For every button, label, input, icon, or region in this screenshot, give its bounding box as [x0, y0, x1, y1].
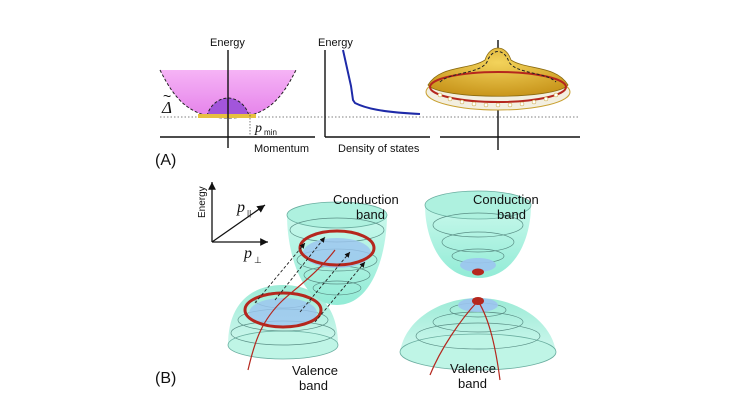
left-valence-red-ring	[243, 291, 323, 329]
left-conduction-band	[286, 201, 388, 305]
conduction-right-line2: band	[497, 207, 526, 222]
right-conduction-inner	[460, 258, 496, 272]
p-parallel-arrow	[211, 204, 266, 243]
panel-b: Energy p || p ⊥	[155, 182, 557, 393]
panel-a: Energy Δ ~ p min Momentum Energy Density…	[155, 37, 580, 169]
right-conduction-band	[424, 190, 532, 278]
valence-right-line1: Valence	[450, 361, 496, 376]
magenta-band-outline	[159, 69, 297, 119]
right-red-line	[429, 300, 501, 381]
left-red-line	[247, 249, 336, 371]
energy-label-1: Energy	[210, 37, 245, 49]
dos-plot: Energy Density of states	[318, 37, 430, 155]
p-perp-sub: ⊥	[254, 255, 262, 265]
valence-left-line2: band	[299, 378, 328, 393]
gold-strip	[198, 114, 256, 118]
left-conduction-rim	[286, 201, 388, 229]
gap-tilde: ~	[163, 88, 171, 104]
momentum-label: Momentum	[254, 143, 309, 155]
left-conduction-inner	[303, 238, 371, 268]
p-perp-main: p	[243, 245, 252, 262]
conduction-left-line1: Conduction	[333, 192, 399, 207]
right-valence-band	[399, 297, 557, 381]
dos-label: Density of states	[338, 143, 420, 155]
energy-label-2: Energy	[318, 37, 353, 49]
transition-dashed-lines	[254, 236, 366, 323]
valence-right-line2: band	[458, 376, 487, 391]
sombrero-brim-dots	[437, 92, 559, 108]
right-conduction-surface	[425, 205, 531, 278]
coordinate-axes: Energy p || p ⊥	[197, 182, 268, 265]
sombrero-red-ring	[429, 71, 567, 103]
conduction-left-line2: band	[356, 207, 385, 222]
valence-left-line1: Valence	[292, 363, 338, 378]
energy-axis-label-b: Energy	[197, 186, 208, 218]
panel-b-label: (B)	[155, 370, 176, 387]
p-min-sub: min	[264, 128, 277, 137]
p-min-main: p	[254, 121, 262, 136]
dispersion-plot: Energy Δ ~ p min Momentum	[159, 37, 315, 155]
dos-curve	[342, 49, 421, 115]
sombrero-dashed-outline	[439, 51, 557, 83]
gap-symbol: Δ	[161, 98, 172, 117]
p-parallel-sub: ||	[247, 209, 251, 218]
conduction-right-line1: Conduction	[473, 192, 539, 207]
right-conduction-red-dot	[472, 268, 484, 276]
right-valence-rim	[399, 333, 557, 371]
panel-a-label: (A)	[155, 152, 176, 169]
p-parallel-main: p	[236, 199, 245, 216]
right-conduction-rim	[424, 190, 532, 220]
sombrero-plot	[425, 40, 580, 150]
